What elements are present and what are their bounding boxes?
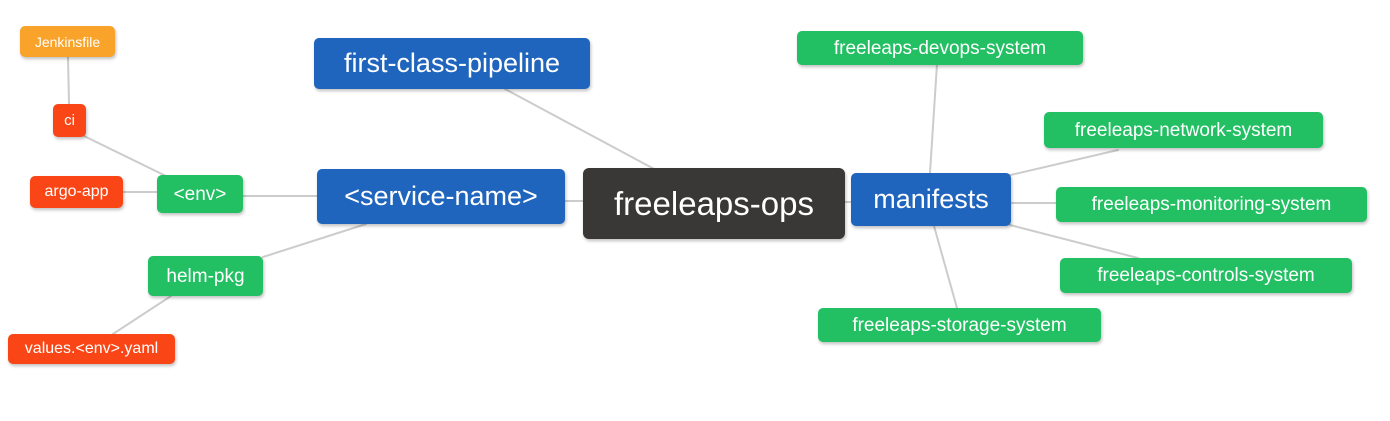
edge-manifests-to-freeleaps-controls-system xyxy=(1009,224,1139,259)
node-ci[interactable]: ci xyxy=(53,104,86,137)
edge-manifests-to-freeleaps-storage-system xyxy=(933,225,958,309)
node-jenkinsfile[interactable]: Jenkinsfile xyxy=(20,26,115,57)
node-service-name[interactable]: <service-name> xyxy=(317,169,565,224)
node-first-class-pipeline[interactable]: first-class-pipeline xyxy=(314,38,590,89)
edge-service-name-to-helm-pkg xyxy=(262,223,367,258)
edge-manifests-to-freeleaps-network-system xyxy=(1001,149,1119,178)
edge-ci-to-env xyxy=(83,135,169,178)
node-manifests[interactable]: manifests xyxy=(851,173,1011,226)
edge-helm-pkg-to-values-env-yaml xyxy=(112,295,172,335)
node-freeleaps-controls-system[interactable]: freeleaps-controls-system xyxy=(1060,258,1352,293)
node-freeleaps-monitoring-system[interactable]: freeleaps-monitoring-system xyxy=(1056,187,1367,222)
edge-manifests-to-freeleaps-devops-system xyxy=(929,63,938,174)
node-freeleaps-network-system[interactable]: freeleaps-network-system xyxy=(1044,112,1323,148)
node-freeleaps-storage-system[interactable]: freeleaps-storage-system xyxy=(818,308,1101,342)
node-freeleaps-devops-system[interactable]: freeleaps-devops-system xyxy=(797,31,1083,65)
edge-jenkinsfile-to-ci xyxy=(67,56,70,105)
node-env[interactable]: <env> xyxy=(157,175,243,213)
node-values-env-yaml[interactable]: values.<env>.yaml xyxy=(8,334,175,364)
edge-first-class-pipeline-to-freeleaps-ops xyxy=(504,88,657,171)
node-freeleaps-ops[interactable]: freeleaps-ops xyxy=(583,168,845,239)
node-helm-pkg[interactable]: helm-pkg xyxy=(148,256,263,296)
node-argo-app[interactable]: argo-app xyxy=(30,176,123,208)
